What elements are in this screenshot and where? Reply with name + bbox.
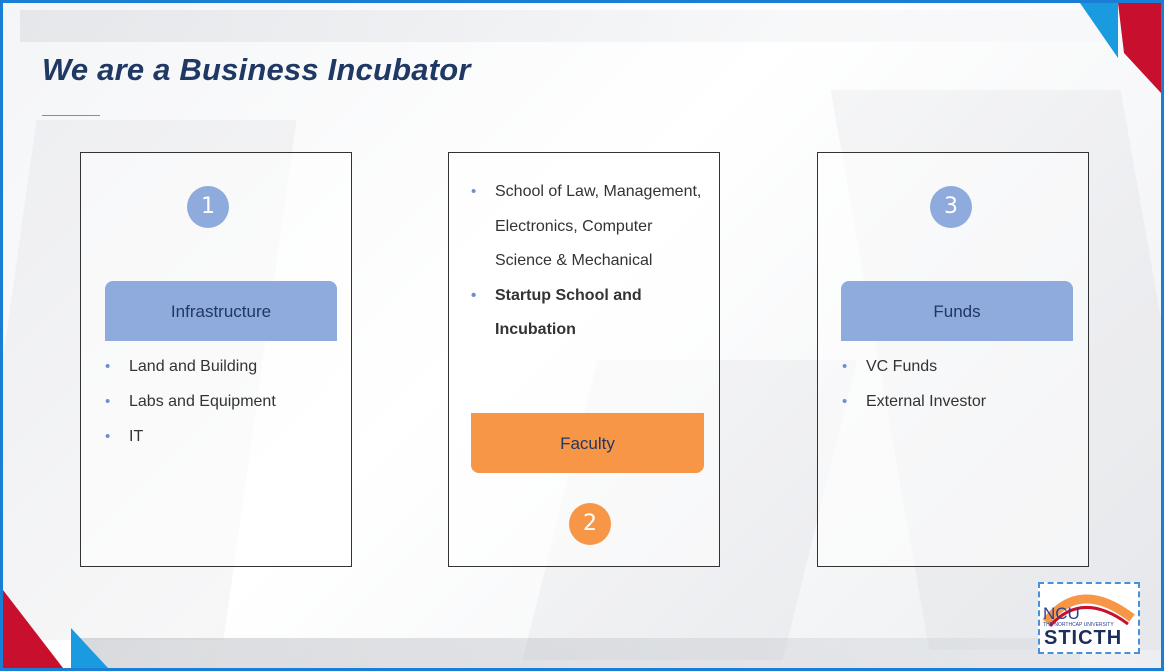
list-item: VC Funds — [840, 349, 1080, 384]
top-right-corner-accent — [1080, 3, 1161, 93]
card-heading-label: Infrastructure — [170, 302, 272, 321]
bottom-left-corner-accent — [3, 590, 108, 668]
bullet-list: VC Funds External Investor — [840, 349, 1080, 419]
card-funds: 3 Funds VC Funds External Investor — [817, 152, 1089, 567]
title-underline — [42, 115, 100, 116]
step-number-badge: 2 — [569, 503, 611, 545]
bullet-list: Land and Building Labs and Equipment IT — [103, 349, 343, 454]
list-item: School of Law, Management, Electronics, … — [469, 175, 707, 279]
card-infrastructure: 1 Infrastructure Land and Building Labs … — [80, 152, 352, 567]
step-number-badge: 3 — [930, 186, 972, 228]
card-heading-label: Faculty — [560, 434, 615, 453]
logo-university-text: THE NORTHCAP UNIVERSITY — [1043, 622, 1114, 628]
list-item: Labs and Equipment — [103, 384, 343, 419]
card-heading-label: Funds — [933, 302, 981, 321]
logo-arc-icon — [1042, 594, 1135, 627]
step-number-badge: 1 — [187, 186, 229, 228]
card-heading: Infrastructure — [105, 281, 337, 341]
bullet-list: School of Law, Management, Electronics, … — [469, 175, 707, 348]
list-item: Land and Building — [103, 349, 343, 384]
list-item: IT — [103, 419, 343, 454]
card-heading: Faculty — [471, 413, 704, 473]
card-heading: Funds — [841, 281, 1073, 341]
slide-title: We are a Business Incubator — [42, 52, 471, 87]
logo-ncu-text: NCU — [1043, 604, 1080, 623]
card-faculty: School of Law, Management, Electronics, … — [448, 152, 720, 567]
top-decorative-band — [20, 10, 1140, 42]
list-item: External Investor — [840, 384, 1080, 419]
bottom-decorative-band — [80, 638, 1080, 668]
logo-sticth-text: STICTH — [1044, 627, 1123, 649]
list-item: Startup School and Incubation — [469, 279, 707, 348]
ncu-sticth-logo: NCU THE NORTHCAP UNIVERSITY STICTH — [1038, 582, 1140, 654]
